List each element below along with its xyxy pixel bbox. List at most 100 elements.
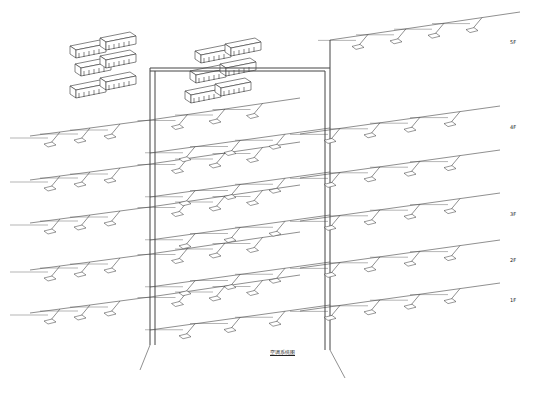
grille (114, 44, 115, 49)
indoor-unit (352, 44, 364, 49)
outdoor-unit-side (100, 78, 106, 90)
indoor-unit (179, 334, 191, 339)
pipe (290, 178, 328, 179)
grille (224, 91, 225, 96)
outdoor-unit-front (226, 62, 256, 76)
outdoor-unit-side (220, 64, 226, 76)
pipe (290, 311, 328, 312)
grille (89, 91, 90, 96)
grille (109, 85, 110, 90)
indoor-unit (247, 291, 259, 296)
pipe (410, 204, 448, 205)
pipe (150, 68, 151, 345)
pipe (10, 138, 48, 139)
grille (84, 52, 85, 57)
pipe (40, 311, 78, 312)
pipe (213, 109, 251, 110)
indoor-unit (224, 151, 236, 156)
indoor-unit (324, 182, 336, 187)
grille (119, 43, 120, 48)
indoor-unit (104, 268, 116, 273)
floor-label: 4F (510, 125, 516, 130)
floor-label: 3F (510, 212, 516, 217)
refrigerant-pipes (10, 12, 520, 378)
grille (204, 96, 205, 101)
pipe (410, 161, 448, 162)
pipe (410, 251, 448, 252)
grille (244, 49, 245, 54)
outdoor-unit-side (70, 46, 76, 58)
indoor-unit (390, 39, 402, 44)
grille (239, 88, 240, 93)
grille (119, 61, 120, 66)
pipe (150, 185, 300, 207)
indoor-unit (466, 28, 478, 33)
indoor-unit (224, 328, 236, 333)
pipe (330, 68, 331, 350)
indoor-unit (179, 157, 191, 162)
grille (109, 63, 110, 68)
grille (124, 82, 125, 87)
grille (99, 68, 100, 73)
indoor-unit (247, 158, 259, 163)
indoor-unit (324, 225, 336, 230)
indoor-unit (44, 229, 56, 234)
indoor-unit (44, 319, 56, 324)
indoor-unit (324, 315, 336, 320)
pipe (290, 221, 328, 222)
indoor-unit (247, 248, 259, 253)
grille (209, 57, 210, 62)
grille (94, 50, 95, 55)
indoor-unit (179, 291, 191, 296)
floor-label: 5F (510, 40, 516, 45)
grille (94, 69, 95, 74)
grille (129, 59, 130, 64)
pipe (330, 305, 368, 306)
pipe (394, 29, 432, 30)
pipe (138, 297, 176, 298)
indoor-unit (444, 299, 456, 304)
pipe (370, 167, 408, 168)
pipe (235, 140, 273, 141)
grille (89, 51, 90, 56)
indoor-unit (74, 182, 86, 187)
indoor-unit (224, 285, 236, 290)
indoor-unit (269, 144, 281, 149)
grille (249, 48, 250, 53)
indoor-unit (209, 119, 221, 124)
pipe (70, 307, 108, 308)
indoor-unit (269, 278, 281, 283)
pipe (325, 71, 326, 350)
pipe (300, 283, 500, 311)
indoor-unit (269, 321, 281, 326)
grille (129, 41, 130, 46)
grille (124, 42, 125, 47)
pipe (235, 274, 273, 275)
pipe (40, 134, 78, 135)
indoor-unit (179, 244, 191, 249)
outdoor-unit-front (231, 42, 261, 56)
pipe (150, 98, 300, 120)
pipe (70, 217, 108, 218)
pipe (356, 34, 394, 35)
pipe (290, 134, 328, 135)
pipe (10, 272, 48, 273)
pipe (300, 150, 500, 178)
pipe (150, 172, 330, 197)
indoor-unit (209, 206, 221, 211)
outdoor-unit-front (221, 82, 251, 96)
pipe (330, 12, 520, 40)
grille (234, 89, 235, 94)
grille (199, 97, 200, 102)
pipe (190, 190, 228, 191)
pipe (370, 123, 408, 124)
indoor-unit (224, 195, 236, 200)
grille (129, 81, 130, 86)
pipe (138, 120, 176, 121)
indoor-unit (104, 221, 116, 226)
pipe (290, 268, 328, 269)
pipe (30, 120, 150, 136)
pipe (70, 174, 108, 175)
pipe (330, 215, 368, 216)
pipe (145, 196, 183, 197)
